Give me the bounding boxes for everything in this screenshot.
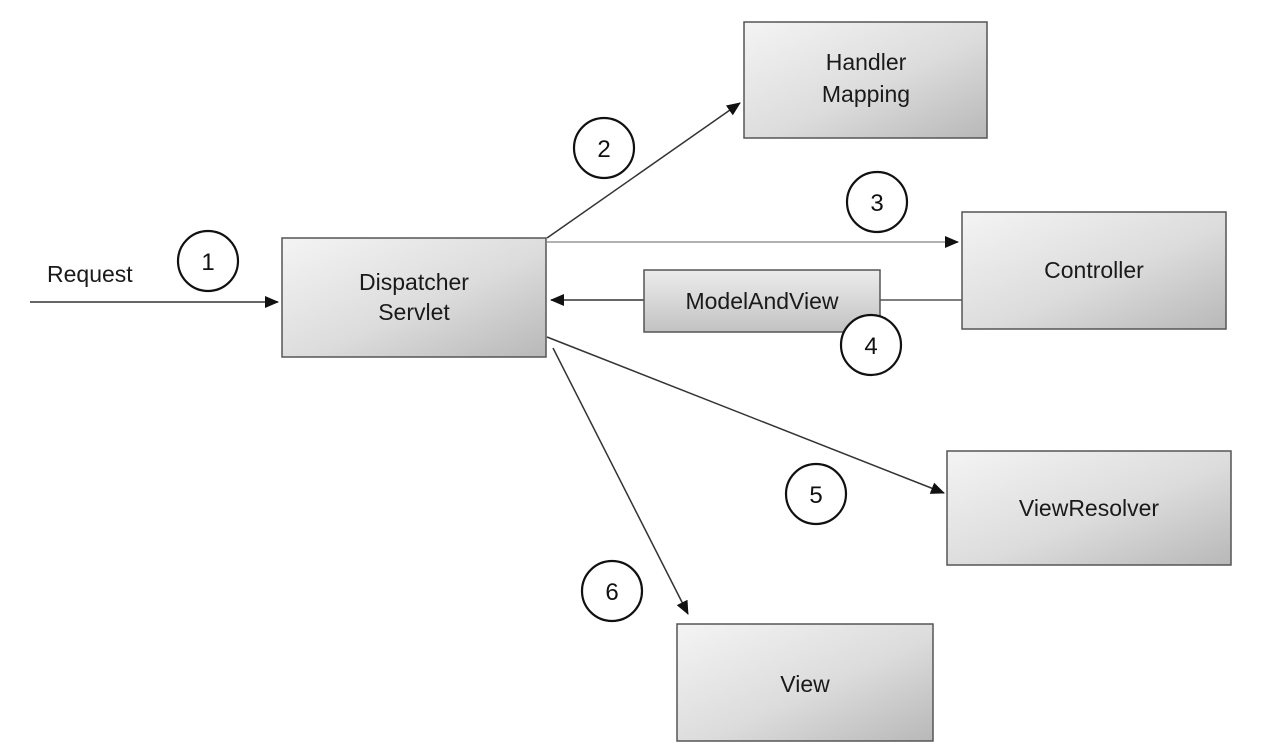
arrow-dispatcher-to-view <box>552 347 689 615</box>
request-label: Request <box>47 261 133 287</box>
step-3-number: 3 <box>870 190 883 217</box>
dispatcher-servlet-label-line1: Dispatcher <box>359 269 469 295</box>
step-4-marker: 4 <box>839 313 903 377</box>
step-3-marker: 3 <box>845 170 909 234</box>
controller-box: Controller <box>961 211 1227 330</box>
arrow-dispatcher-to-view-resolver <box>546 336 945 494</box>
step-1-number: 1 <box>201 249 214 276</box>
step-6-marker: 6 <box>580 559 644 623</box>
step-2-marker: 2 <box>572 116 636 180</box>
dispatcher-servlet-label-line2: Servlet <box>378 299 450 325</box>
model-and-view-label: ModelAndView <box>685 288 838 314</box>
step-5-number: 5 <box>809 482 822 509</box>
dispatcher-servlet-box: Dispatcher Servlet <box>281 237 547 358</box>
step-2-number: 2 <box>597 136 610 163</box>
step-1-marker: 1 <box>176 229 240 293</box>
view-label: View <box>780 671 830 697</box>
model-and-view-box: ModelAndView <box>643 269 881 333</box>
view-resolver-box: ViewResolver <box>946 450 1232 566</box>
step-5-marker: 5 <box>784 462 848 526</box>
controller-label: Controller <box>1044 257 1144 283</box>
handler-mapping-label-line1: Handler <box>826 49 907 75</box>
handler-mapping-box: Handler Mapping <box>743 21 988 139</box>
arrow-dispatcher-to-handler-mapping <box>546 102 741 239</box>
view-box: View <box>676 623 934 742</box>
step-4-number: 4 <box>864 333 877 360</box>
step-6-number: 6 <box>605 579 618 606</box>
handler-mapping-label-line2: Mapping <box>822 81 910 107</box>
view-resolver-label: ViewResolver <box>1019 495 1160 521</box>
